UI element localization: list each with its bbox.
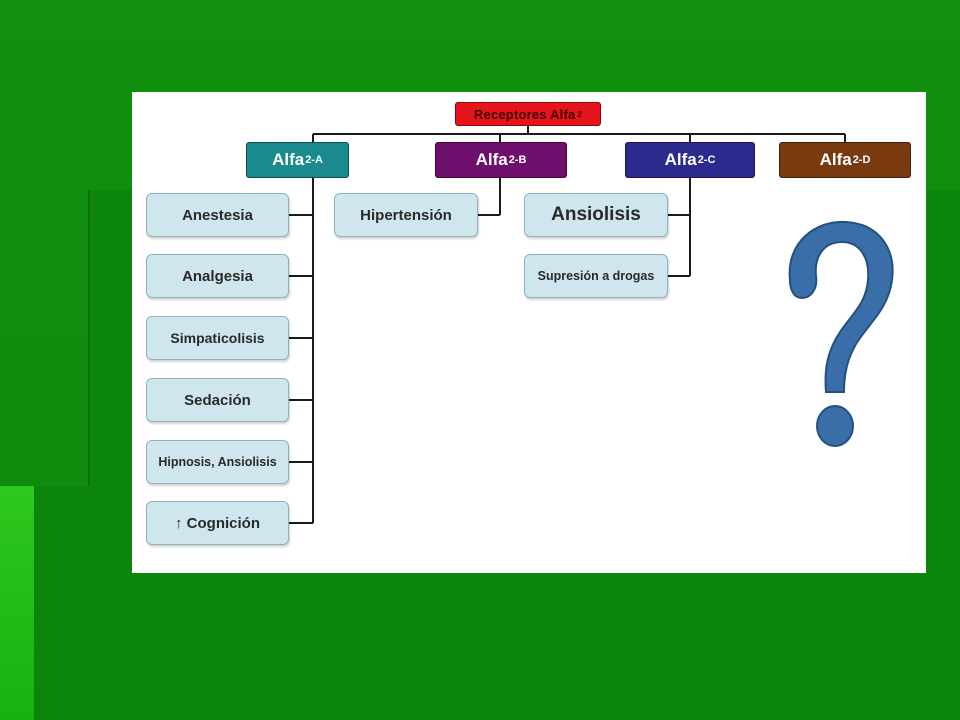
effect-node-ansiolisis: Ansiolisis xyxy=(524,193,668,237)
subtype-subscript: 2-D xyxy=(852,154,871,166)
effect-node-hipertension: Hipertensión xyxy=(334,193,478,237)
subtype-label: Alfa xyxy=(664,150,697,169)
effect-node-cognicion: ↑ Cognición xyxy=(146,501,289,545)
subtype-subscript: 2-A xyxy=(305,154,323,166)
effect-node-sedacion: Sedación xyxy=(146,378,289,422)
root-label: Receptores Alfa xyxy=(473,106,576,122)
subtype-label: Alfa xyxy=(475,150,508,169)
effect-node-supresion-a-drogas: Supresión a drogas xyxy=(524,254,668,298)
connector-lines xyxy=(289,126,846,524)
question-mark-icon xyxy=(788,220,894,447)
effect-node-hipnosis-ansiolisis: Hipnosis, Ansiolisis xyxy=(146,440,289,484)
effect-node-anestesia: Anestesia xyxy=(146,193,289,237)
slide-accent-strip xyxy=(0,486,34,720)
effect-node-simpaticolisis: Simpaticolisis xyxy=(146,316,289,360)
subtype-subscript: 2-C xyxy=(697,154,716,166)
subtype-label: Alfa xyxy=(272,150,305,169)
root-subscript: 2 xyxy=(577,109,583,119)
subtype-label: Alfa xyxy=(819,150,852,169)
effect-node-analgesia: Analgesia xyxy=(146,254,289,298)
subtype-subscript: 2-B xyxy=(508,154,527,166)
